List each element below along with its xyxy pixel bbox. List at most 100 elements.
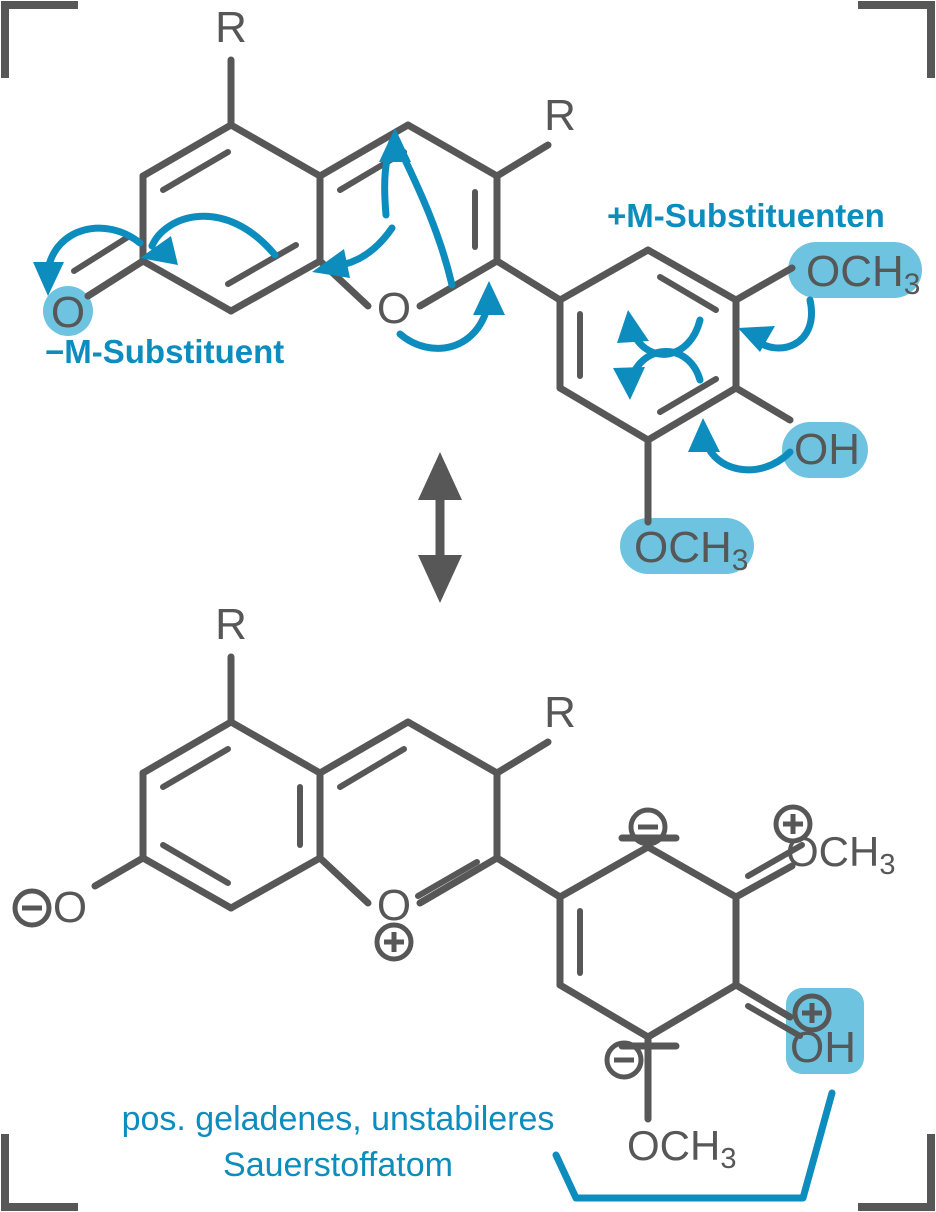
frame-corner-top-right bbox=[858, 1, 935, 78]
bond-pyran-b bbox=[404, 121, 501, 180]
top-highlights bbox=[43, 242, 922, 574]
bond-b-to-oh-1 bbox=[732, 981, 794, 1021]
charge-circle-ring-upper bbox=[628, 807, 668, 847]
top-phenyl-ring bbox=[556, 246, 796, 526]
frame-corner-top-left bbox=[1, 1, 78, 78]
highlight-methoxy-upper bbox=[788, 242, 922, 298]
top-curved-arrows bbox=[33, 128, 815, 474]
atom-label-R1: R bbox=[215, 3, 247, 52]
atom-label-pyran-O: O bbox=[377, 284, 411, 333]
arrowhead-hydroxyl bbox=[688, 418, 720, 452]
bottom-bonds-left-ring bbox=[91, 653, 324, 912]
bond-ph-b bbox=[556, 384, 652, 444]
bond-b-pyr-a bbox=[316, 718, 412, 777]
highlight-hydroxyl bbox=[782, 422, 868, 478]
label-plus-m-substituenten: +M-Substituenten bbox=[607, 197, 885, 234]
bond-R2 bbox=[493, 141, 552, 180]
bottom-pyrylium-ring bbox=[316, 718, 564, 907]
resonance-arrow bbox=[418, 452, 462, 603]
charge-circle-ring-lower bbox=[604, 1040, 644, 1080]
bond-b-pyr-dbl-2 bbox=[415, 859, 480, 899]
bond-b-pyr-d bbox=[416, 854, 501, 907]
bond-b-pyr-e bbox=[316, 854, 372, 907]
bond-left-ring-d bbox=[227, 257, 324, 315]
atom-label-methoxy-lower: OCH3 bbox=[634, 523, 748, 577]
bond-ph-dbl-2 bbox=[657, 376, 719, 415]
bond-pyran-d bbox=[416, 257, 501, 310]
charge-circle-phenolate bbox=[12, 888, 52, 928]
atom-label-hydroxyl: OH bbox=[794, 425, 860, 474]
atom-label-b-R1: R bbox=[215, 600, 247, 649]
charge-circle-pyrylium bbox=[374, 922, 414, 962]
frame-corner-bottom-left bbox=[1, 1134, 78, 1211]
atom-label-carbonyl-O: O bbox=[51, 288, 85, 337]
bond-b-left-f bbox=[227, 718, 324, 777]
bond-biaryl bbox=[493, 257, 564, 304]
atom-label-R2: R bbox=[544, 91, 576, 140]
arrowhead-ring-oxygen bbox=[473, 281, 505, 315]
bottom-quinoid-ring bbox=[556, 834, 805, 1123]
arrowhead-to-carbonyl bbox=[33, 262, 64, 296]
bond-b-R2 bbox=[493, 738, 552, 777]
bond-left-ring-a bbox=[139, 121, 235, 180]
atom-label-phenolate-O: O bbox=[53, 883, 87, 932]
caption-connector-bracket bbox=[552, 1089, 836, 1202]
bond-carbonyl-1 bbox=[84, 257, 147, 300]
bond-b-phenolate bbox=[91, 854, 147, 890]
top-atom-labels: R R O O bbox=[51, 3, 576, 337]
bond-b-to-oh-2 bbox=[745, 1003, 803, 1039]
bond-b-to-och3-up-1 bbox=[732, 862, 796, 901]
label-minus-m-substituent: −M-Substituent bbox=[45, 333, 284, 370]
curved-arrow-ring-lower bbox=[630, 347, 704, 384]
caption-line-2: Sauerstoffatom bbox=[223, 1146, 453, 1184]
bond-b-left-dbl-2 bbox=[160, 842, 231, 886]
arrowhead-fusion bbox=[312, 249, 350, 278]
bottom-group-labels: OCH3 OH OCH3 bbox=[627, 828, 895, 1175]
bond-ph-dbl-3 bbox=[657, 274, 719, 313]
atom-label-b-methoxy-lower: OCH3 bbox=[627, 1122, 736, 1175]
arrowhead-left-ring bbox=[140, 236, 178, 265]
atom-label-b-R2: R bbox=[544, 688, 576, 737]
bond-b-q-e bbox=[644, 843, 740, 901]
bottom-atom-labels: R R O O bbox=[53, 600, 576, 932]
bond-left-ring-dbl-1 bbox=[160, 149, 231, 193]
top-group-labels: OCH3 OH OCH3 bbox=[634, 247, 920, 577]
bond-b-q-c bbox=[644, 981, 740, 1041]
resonance-arrowhead-up bbox=[418, 452, 462, 500]
highlight-hydroxyl-cation bbox=[786, 988, 864, 1074]
resonance-arrowhead-down bbox=[418, 555, 462, 603]
bond-ph-c bbox=[644, 384, 740, 444]
bond-b-left-c bbox=[139, 854, 235, 912]
bond-to-hydroxyl bbox=[732, 384, 794, 424]
arrowhead-ring-upper bbox=[617, 310, 649, 343]
frame-corner-bottom-right bbox=[858, 1134, 935, 1211]
arrowhead-ring-lower bbox=[613, 367, 645, 400]
structure-top: R R O O OCH3 OH OCH3 −M-Substituent +M-S… bbox=[33, 3, 922, 577]
bond-b-pyr-dbl-1 bbox=[337, 746, 407, 790]
atom-label-methoxy-upper: OCH3 bbox=[806, 247, 920, 301]
connector-path bbox=[552, 1089, 836, 1202]
curved-arrow-to-carbonyl bbox=[44, 224, 144, 274]
curved-arrow-ring-oxygen bbox=[396, 296, 493, 352]
charge-circle-hydroxyl bbox=[792, 993, 832, 1033]
bond-b-q-b bbox=[556, 981, 652, 1041]
atom-label-pyrylium-O: O bbox=[377, 881, 411, 930]
curved-arrow-pyran-long bbox=[394, 141, 456, 289]
bond-b-to-och3-up-2 bbox=[745, 842, 805, 879]
atom-label-b-hydroxyl: OH bbox=[790, 1023, 856, 1072]
bond-ph-f bbox=[556, 246, 652, 304]
bond-b-left-a bbox=[139, 718, 235, 777]
bond-b-pyr-b bbox=[404, 718, 501, 777]
bond-ph-e bbox=[644, 246, 740, 304]
bond-carbonyl-2 bbox=[71, 234, 131, 274]
bond-b-biaryl bbox=[493, 854, 564, 901]
bond-b-left-d bbox=[227, 854, 324, 912]
highlight-methoxy-lower bbox=[620, 518, 754, 574]
arrowhead-methoxy-upper bbox=[738, 326, 775, 352]
atom-label-b-methoxy-upper: OCH3 bbox=[786, 828, 895, 881]
bottom-charge-glyphs bbox=[12, 804, 832, 1080]
bond-left-ring-f bbox=[227, 121, 324, 180]
